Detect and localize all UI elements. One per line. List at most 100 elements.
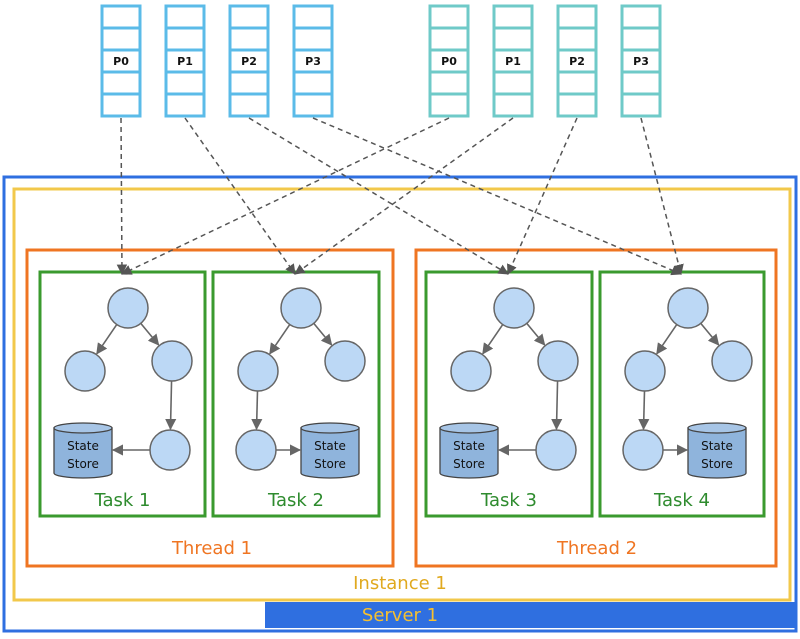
store-body: [687, 427, 747, 479]
edge-arrow: [251, 390, 263, 431]
partition-slot: [620, 92, 662, 118]
partition-slot: [556, 92, 598, 118]
partition-slot: [556, 4, 598, 30]
partition-slot: [492, 70, 534, 96]
partition-slot: [428, 70, 470, 96]
partition-to-task-arrow: [121, 117, 450, 275]
partition-slot: [556, 70, 598, 96]
edge-arrow: [269, 324, 291, 355]
processor-node: [235, 429, 277, 471]
partition-label: P1: [177, 55, 193, 68]
store-body: [300, 427, 360, 479]
store-label-line2: Store: [67, 457, 99, 471]
edge-arrow: [313, 322, 333, 346]
partition-to-task-arrow: [507, 117, 578, 275]
task-label: Task 3: [480, 490, 537, 511]
processor-node: [535, 429, 577, 471]
processor-node: [237, 350, 279, 392]
partition-slot: [428, 92, 470, 118]
topic-1-partition-p2: P2: [228, 4, 270, 118]
server-box: [2, 175, 798, 633]
store-label-line2: Store: [314, 457, 346, 471]
processor-node: [324, 340, 366, 382]
store-label-line2: Store: [453, 457, 485, 471]
partition-slot: [100, 92, 142, 118]
processor-node: [64, 350, 106, 392]
partition-slot: [292, 26, 334, 52]
thread-box-2: [414, 248, 778, 568]
edge-arrow: [482, 324, 504, 355]
partition-slot: [164, 92, 206, 118]
processor-node: [151, 340, 193, 382]
partition-slot: [556, 26, 598, 52]
edge-arrow: [656, 324, 678, 355]
store-label-line1: State: [701, 439, 733, 453]
processor-node: [537, 340, 579, 382]
partition-slot: [164, 70, 206, 96]
processor-node: [622, 429, 664, 471]
processor-node: [624, 350, 666, 392]
partition-label: P0: [441, 55, 457, 68]
store-top: [300, 422, 360, 434]
partition-slot: [492, 26, 534, 52]
store-body: [53, 427, 113, 479]
partition-slot: [292, 92, 334, 118]
task-label: Task 4: [653, 490, 710, 511]
partition-slot: [164, 4, 206, 30]
store-top: [439, 422, 499, 434]
partition-slot: [292, 70, 334, 96]
instance-label: Instance 1: [353, 573, 447, 594]
store-label-line2: Store: [701, 457, 733, 471]
store-label-line1: State: [67, 439, 99, 453]
partition-to-task-arrow: [184, 117, 296, 275]
topic-1-partition-p0: P0: [100, 4, 142, 118]
processor-node: [450, 350, 492, 392]
partition-slot: [100, 70, 142, 96]
edge-arrow: [638, 390, 650, 431]
partition-slot: [620, 26, 662, 52]
partition-slot: [228, 26, 270, 52]
edge-arrow: [551, 380, 563, 431]
partition-slot: [428, 4, 470, 30]
partition-slot: [620, 70, 662, 96]
partition-slot: [428, 26, 470, 52]
task-label: Task 1: [93, 490, 150, 511]
topic-2-partition-p3: P3: [620, 4, 662, 118]
partition-to-task-arrow: [312, 117, 682, 276]
store-body: [439, 427, 499, 479]
processor-node: [711, 340, 753, 382]
partition-slot: [164, 26, 206, 52]
edge-arrow: [96, 324, 118, 355]
topic-2-partition-p2: P2: [556, 4, 598, 118]
partition-to-task-arrow: [116, 117, 128, 276]
processor-node: [107, 287, 149, 329]
task-label: Task 2: [267, 490, 324, 511]
server-label: Server 1: [362, 605, 438, 626]
processor-node: [149, 429, 191, 471]
store-top: [687, 422, 747, 434]
partition-slot: [228, 4, 270, 30]
thread-label-2: Thread 2: [556, 538, 637, 559]
thread-label-1: Thread 1: [171, 538, 252, 559]
edge-arrow: [140, 322, 160, 346]
partition-label: P1: [505, 55, 521, 68]
processor-node: [280, 287, 322, 329]
edge-arrow: [526, 322, 546, 346]
partition-label: P3: [305, 55, 321, 68]
partition-slot: [292, 4, 334, 30]
partition-slot: [100, 26, 142, 52]
processor-node: [667, 287, 709, 329]
topic-2-partition-p1: P1: [492, 4, 534, 118]
partition-slot: [100, 4, 142, 30]
processor-node: [493, 287, 535, 329]
edge-arrow: [165, 380, 177, 431]
topic-1-partition-p3: P3: [292, 4, 334, 118]
partition-label: P3: [633, 55, 649, 68]
instance-box: [12, 187, 792, 602]
